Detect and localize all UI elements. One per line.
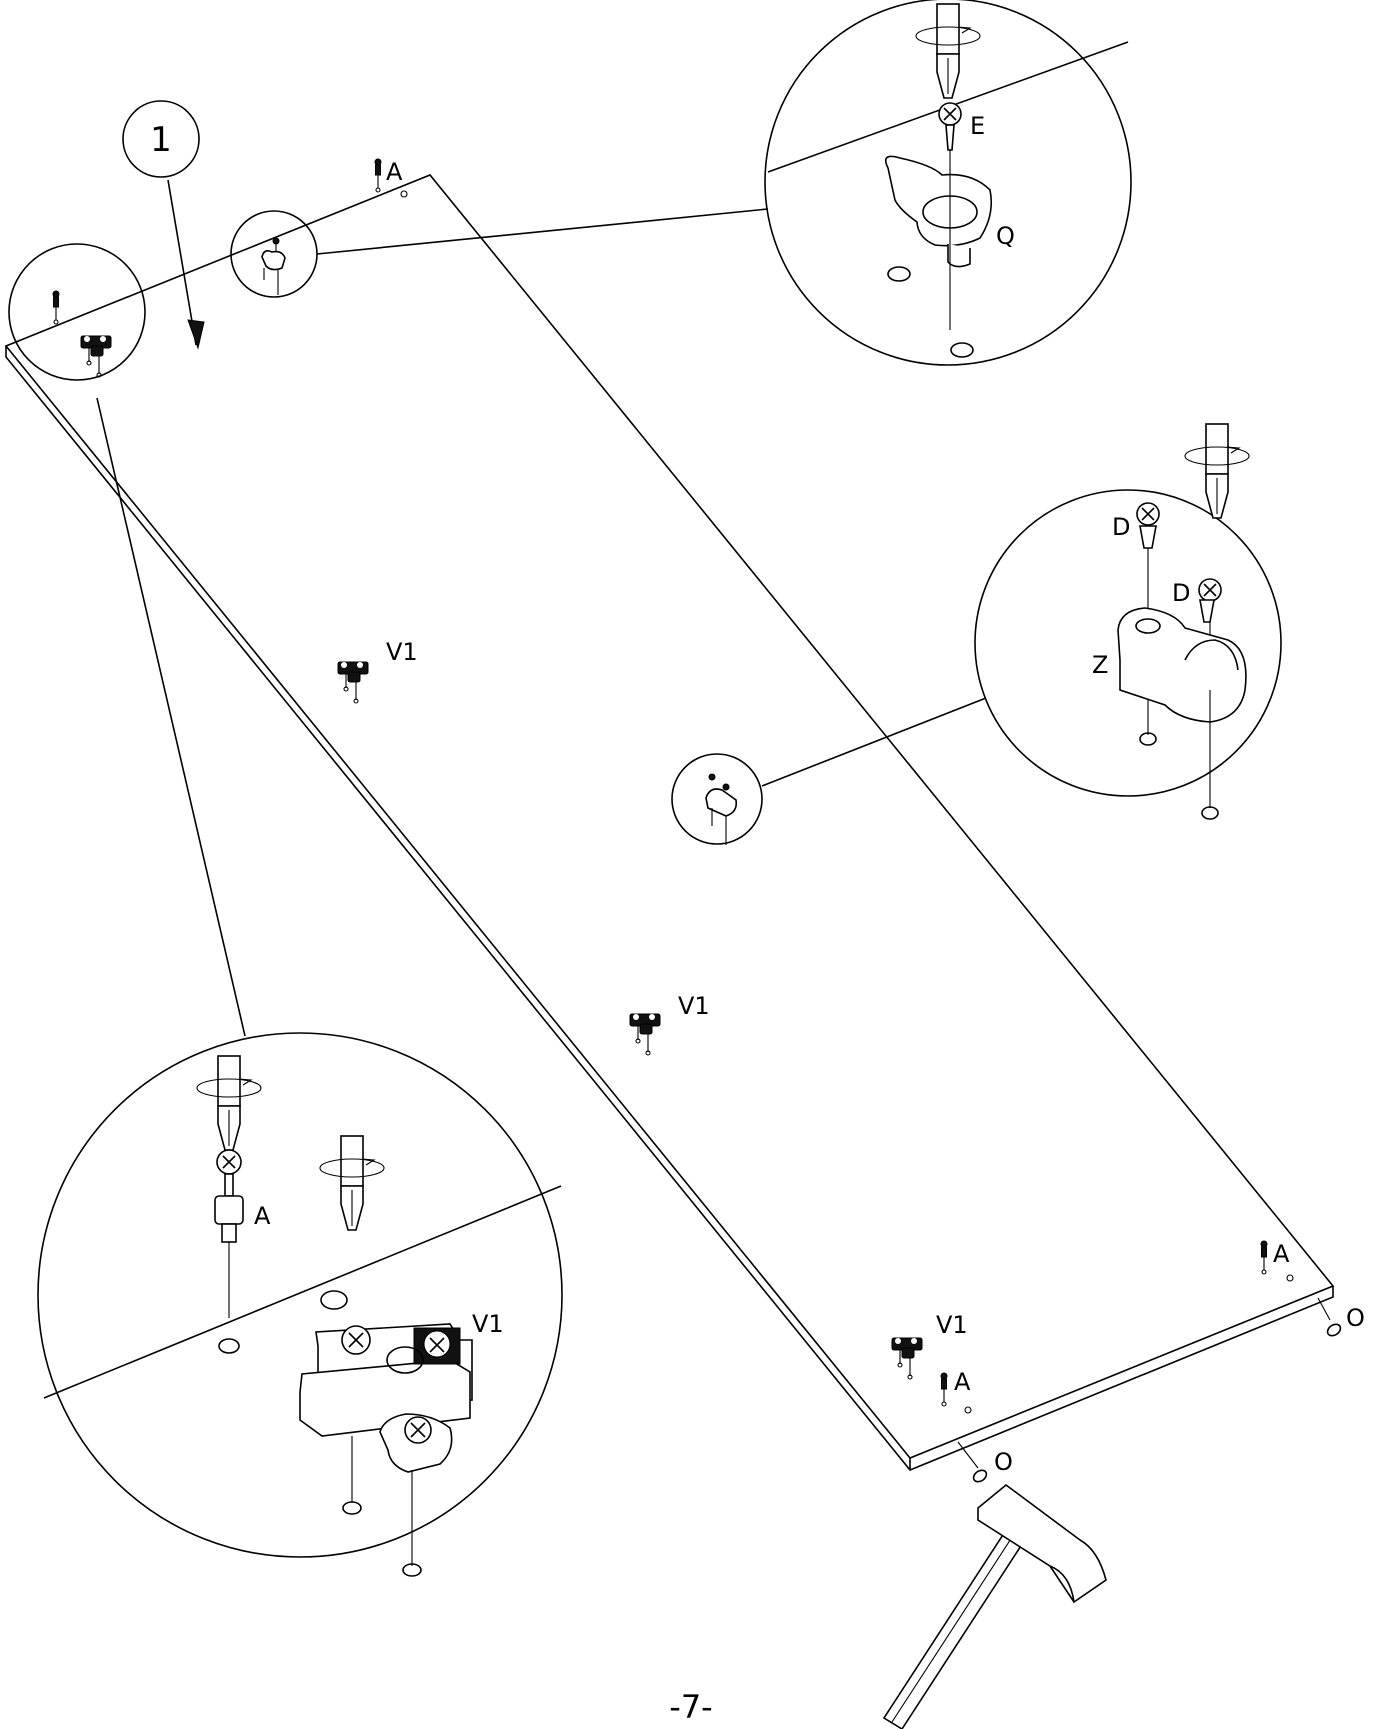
detail-circle-hinge-v1: A V1 [37, 1032, 563, 1577]
detail-circle-clip-z: D D Z [974, 423, 1282, 820]
board-panel [4, 174, 1335, 1471]
svg-text:A: A [386, 158, 403, 186]
hammer-icon [882, 1483, 1107, 1729]
svg-text:A: A [1273, 1240, 1290, 1268]
detail-circle-top-left-small [8, 243, 146, 381]
detail-circle-clip-q: E Q [764, 0, 1132, 366]
hinge-plate-v1-upper: V1 [337, 638, 418, 704]
svg-text:D: D [1172, 579, 1190, 607]
svg-text:A: A [954, 1368, 971, 1396]
step-number-callout: 1 [122, 100, 205, 350]
svg-text:A: A [254, 1202, 271, 1230]
svg-text:V1: V1 [386, 638, 418, 666]
svg-text:V1: V1 [472, 1310, 504, 1338]
hinge-plate-v1-middle: V1 [629, 992, 710, 1056]
svg-text:D: D [1112, 513, 1130, 541]
svg-text:1: 1 [150, 120, 172, 160]
hinge-plate-v1-lower: V1 [891, 1311, 968, 1380]
svg-text:O: O [1346, 1304, 1365, 1332]
detail-circle-top-clip-small [230, 210, 318, 298]
svg-text:Q: Q [996, 222, 1015, 250]
svg-text:Z: Z [1092, 651, 1108, 679]
svg-text:O: O [994, 1448, 1013, 1476]
screw-a-top: A [374, 158, 408, 198]
dowel-o-bottom: O [957, 1441, 1013, 1483]
detail-circle-clip-z-small [671, 753, 763, 845]
svg-text:V1: V1 [936, 1311, 968, 1339]
screw-a-bottom: A [940, 1368, 972, 1414]
page-number: -7- [669, 1688, 712, 1726]
screw-a-bottom-right: A [1260, 1240, 1294, 1282]
dowel-o-right: O [1317, 1297, 1365, 1337]
svg-text:V1: V1 [678, 992, 710, 1020]
svg-text:E: E [970, 112, 985, 140]
